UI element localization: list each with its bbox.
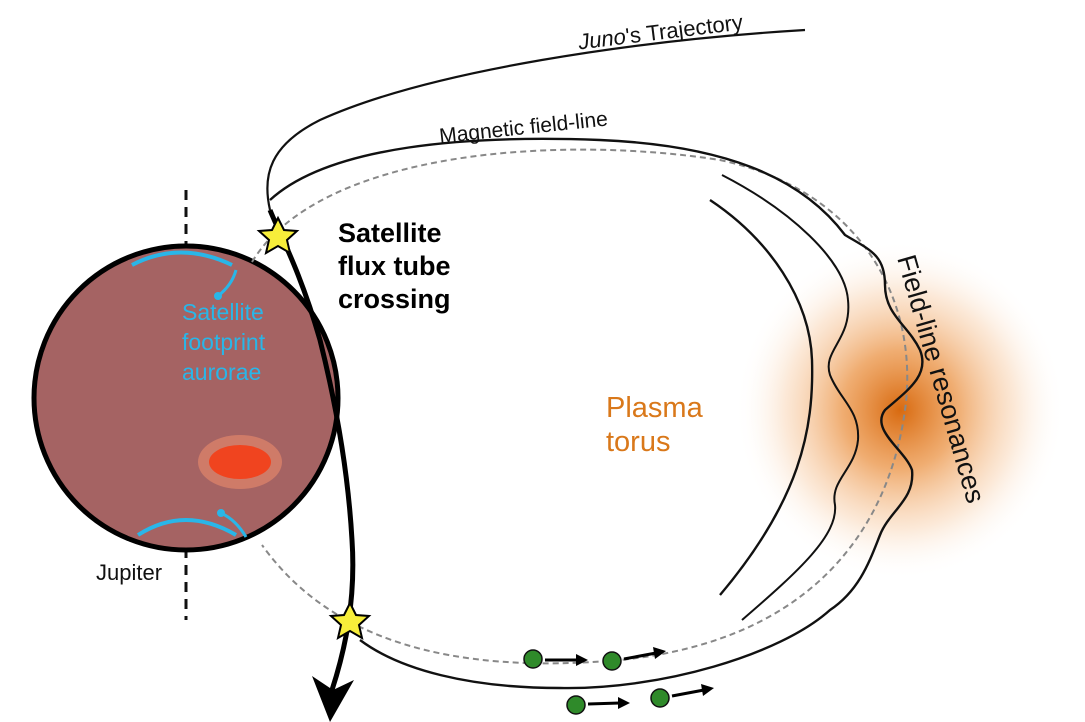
plasma-torus-glow (735, 240, 1065, 580)
south-footprint-dot (217, 509, 225, 517)
flux-tube-crossing-label-3: crossing (338, 284, 451, 314)
juno-trajectory-label: Juno's Trajectory (576, 9, 744, 54)
juno-trajectory-upper (266, 28, 806, 211)
star-icon (256, 215, 300, 256)
jupiter-label: Jupiter (96, 560, 162, 585)
footprint-aurorae-label-1: Satellite (182, 299, 264, 325)
plasma-particle-icon (566, 695, 630, 715)
footprint-aurorae-label-2: footprint (182, 329, 266, 355)
plasma-torus-label-2: torus (606, 426, 670, 458)
footprint-aurorae-label-3: aurorae (182, 359, 261, 385)
magnetic-field-line (251, 148, 909, 665)
south-aurora-arc (136, 518, 238, 537)
plasma-particle-icon (650, 684, 714, 708)
plasma-torus-label-1: Plasma (606, 392, 704, 424)
resonance-line-2 (709, 199, 814, 596)
magnetic-field-line-label: Magnetic field-line (438, 108, 609, 149)
north-aurora-arc (131, 250, 233, 267)
north-footprint-dot (214, 292, 222, 300)
flux-tube-crossing-label-2: flux tube (338, 251, 451, 281)
jupiter-planet (31, 243, 341, 553)
resonance-line-1 (721, 174, 860, 621)
plasma-particle-icon (523, 649, 588, 669)
trajectory-arrowhead (312, 676, 354, 722)
star-icon (328, 600, 372, 641)
flux-tube-crossing-label-1: Satellite (338, 218, 442, 248)
plasma-particle-icon (602, 647, 666, 671)
great-red-spot (209, 445, 271, 479)
outer-field-line (269, 137, 924, 690)
